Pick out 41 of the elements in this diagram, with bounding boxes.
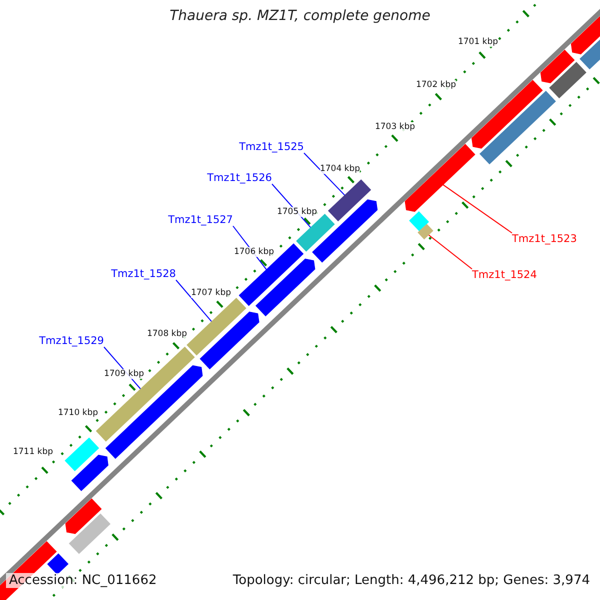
- gene-feature: [471, 80, 543, 149]
- gene-feature: [200, 312, 260, 370]
- gene-bar: [64, 437, 100, 472]
- scale-label: 1702 kbp: [416, 80, 456, 90]
- gene-bar: [328, 179, 372, 222]
- gene-label: Tmz1t_1523: [512, 233, 577, 245]
- title: Thauera sp. MZ1T, complete genome: [168, 8, 432, 24]
- scale-label: 1710 kbp: [58, 408, 98, 418]
- gene-label: Tmz1t_1526: [207, 172, 272, 184]
- leader-line: [428, 234, 472, 270]
- scale-label: 1704 kbp: [320, 164, 360, 174]
- gene-feature: [540, 50, 575, 84]
- scale-label: 1709 kbp: [104, 369, 144, 379]
- gene-bar: [479, 90, 556, 164]
- gene-bar: [549, 62, 586, 98]
- scale-label: 1701 kbp: [458, 37, 498, 47]
- gene-bar: [47, 553, 69, 575]
- gene-bar: [68, 513, 111, 554]
- gene-feature: [65, 498, 102, 534]
- gene-label: Tmz1t_1525: [239, 141, 304, 153]
- leader-line: [304, 152, 346, 196]
- genome-info-text: Topology: circular; Length: 4,496,212 bp; Genes: 3,974: [232, 573, 590, 588]
- gene-label: Tmz1t_1527: [168, 214, 233, 226]
- gene-label: Tmz1t_1528: [111, 268, 176, 280]
- scale-label: 1706 kbp: [234, 247, 274, 257]
- gene-feature: [404, 144, 476, 212]
- gene-feature: [255, 258, 316, 316]
- gene-bar: [186, 298, 246, 356]
- gene-feature: [71, 454, 108, 492]
- gene-label: Tmz1t_1524: [472, 269, 537, 281]
- gene-feature: [105, 365, 203, 459]
- scale-label: 1708 kbp: [146, 329, 188, 339]
- leader-line: [442, 184, 512, 234]
- leader-line: [176, 280, 212, 322]
- gene-label: Tmz1t_1529: [39, 335, 104, 347]
- gene-bar: [96, 346, 195, 442]
- gene-bar: [418, 224, 434, 240]
- scale-label: 1711 kbp: [12, 447, 54, 457]
- scale-label: 1705 kbp: [276, 207, 318, 217]
- scale-label: 1707 kbp: [190, 288, 232, 298]
- scale-label: 1703 kbp: [374, 122, 416, 132]
